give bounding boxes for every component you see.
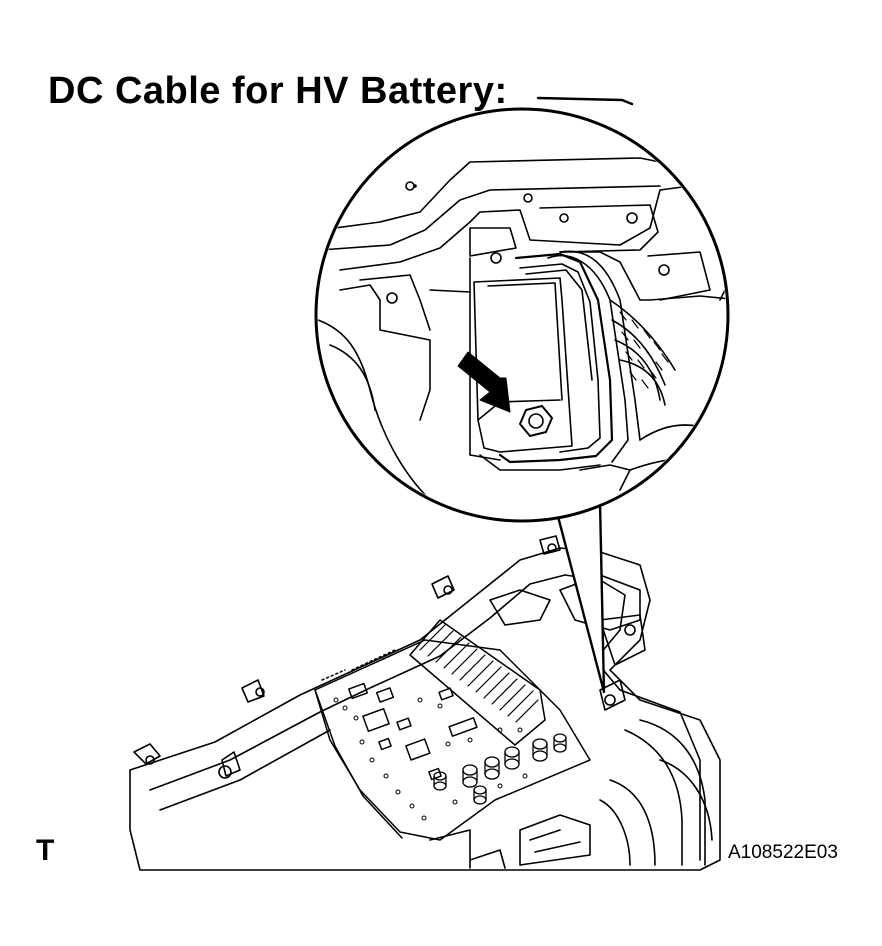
callout-pointer [555,502,604,692]
hex-bolt-icon [520,406,552,436]
magnified-detail-callout [316,109,740,521]
figure-code: A108522E03 [728,842,838,863]
corner-mark: T [36,834,55,867]
circuit-board [315,620,590,840]
pointer-arrow-icon [458,352,510,412]
diagram-title: DC Cable for HV Battery: [48,70,508,112]
title-leader-line [538,98,632,104]
